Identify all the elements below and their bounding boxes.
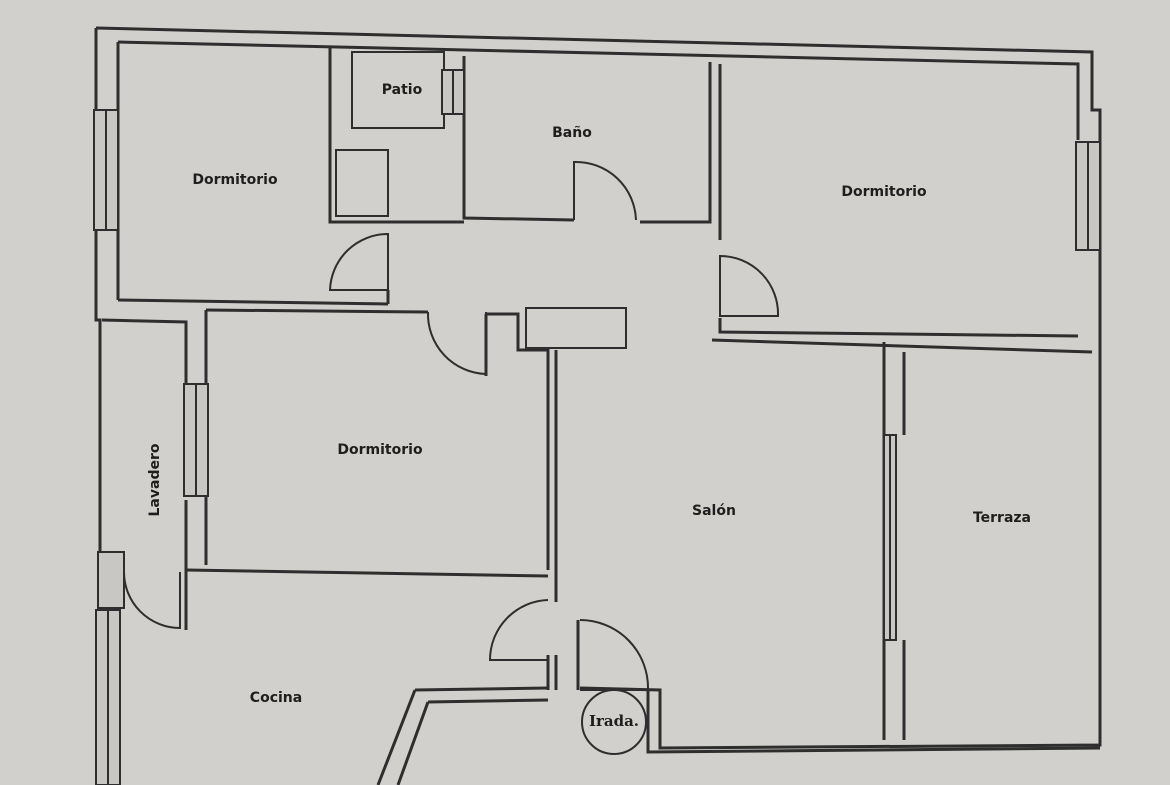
label-patio: Patio — [382, 82, 423, 98]
windows — [93, 69, 1101, 785]
door-entrance — [579, 619, 650, 691]
label-salon: Salón — [692, 503, 736, 519]
label-cocina: Cocina — [250, 690, 302, 706]
door-bano — [573, 160, 637, 221]
label-dormitorio-top-right: Dormitorio — [841, 184, 927, 200]
label-dormitorio-top-left: Dormitorio — [192, 172, 278, 188]
entrance-circle — [581, 689, 647, 755]
label-lavadero: Lavadero — [147, 443, 163, 516]
door-dormitorio-right — [719, 254, 780, 317]
label-terraza: Terraza — [973, 510, 1031, 526]
door-dormitorio-middle — [426, 311, 487, 376]
door-swings — [123, 160, 780, 691]
label-dormitorio-middle: Dormitorio — [337, 442, 423, 458]
label-entrance: Irada. — [589, 712, 639, 730]
label-bano: Baño — [552, 125, 592, 141]
door-cocina — [488, 599, 549, 661]
door-lavadero — [123, 571, 181, 630]
room-labels: Dormitorio Patio Baño Dormitorio Dormito… — [147, 82, 1031, 730]
window-lavadero — [97, 551, 125, 609]
door-dormitorio-left — [328, 232, 389, 291]
